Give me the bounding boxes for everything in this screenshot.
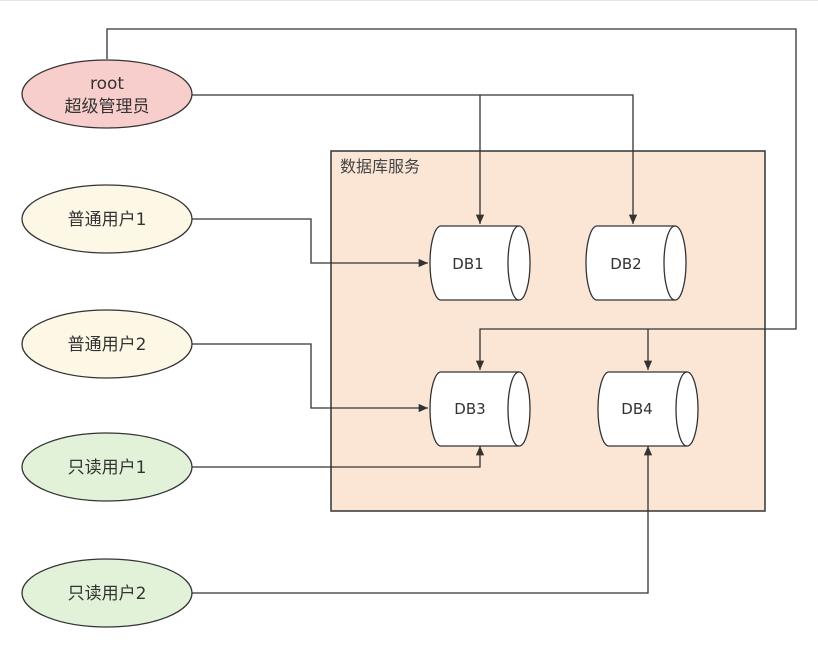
node-readonly1-label: 只读用户1 (68, 458, 147, 478)
node-user1[interactable]: 普通用户1 (21, 184, 193, 254)
node-root-line2: 超级管理员 (65, 97, 150, 117)
connectors (106, 28, 797, 594)
connector-readonly1-db3 (192, 446, 485, 468)
node-readonly2[interactable]: 只读用户2 (21, 558, 193, 628)
node-readonly2-label: 只读用户2 (68, 584, 147, 604)
db4-label: DB4 (621, 400, 652, 418)
connector-user2-db3 (192, 343, 428, 413)
db-cylinder-db4[interactable]: DB4 (597, 371, 699, 447)
node-user1-label: 普通用户1 (68, 210, 147, 230)
connector-root-db3 (106, 28, 797, 370)
connector-user1-db1 (192, 218, 428, 268)
db-cylinder-db3[interactable]: DB3 (429, 371, 531, 447)
connector-root-db2 (480, 94, 638, 224)
db-cylinder-db1[interactable]: DB1 (429, 225, 531, 301)
database-service-container[interactable]: 数据库服务 (330, 150, 766, 512)
db1-label: DB1 (452, 255, 483, 273)
node-root[interactable]: root 超级管理员 (21, 59, 193, 129)
node-user2[interactable]: 普通用户2 (21, 309, 193, 379)
db2-label: DB2 (610, 255, 641, 273)
node-user2-label: 普通用户2 (68, 335, 147, 355)
db-cylinder-db2[interactable]: DB2 (585, 225, 687, 301)
node-root-line1: root (90, 74, 124, 94)
connector-readonly2-db4 (192, 446, 653, 594)
db3-label: DB3 (454, 400, 485, 418)
top-divider (0, 0, 818, 1)
node-readonly1[interactable]: 只读用户1 (21, 432, 193, 502)
database-service-label: 数据库服务 (340, 157, 420, 176)
